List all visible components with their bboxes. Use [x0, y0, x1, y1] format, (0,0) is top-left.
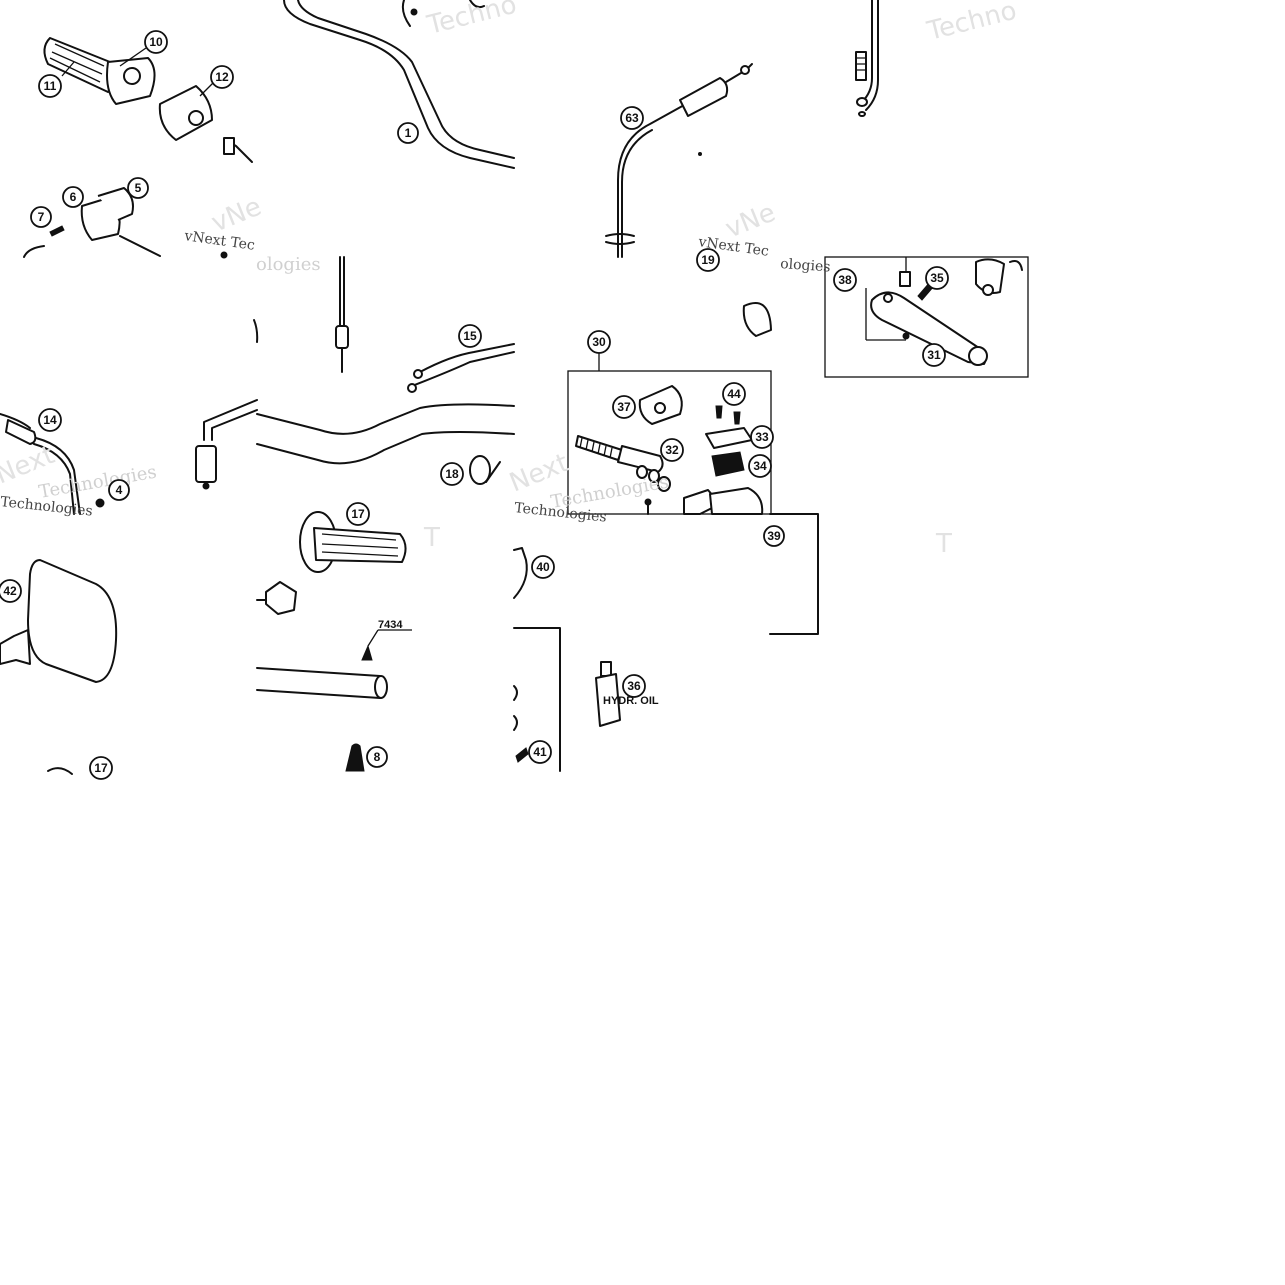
callout-15: 15 — [458, 324, 482, 348]
svg-text:40: 40 — [536, 560, 550, 574]
callout-8: 8 — [366, 746, 388, 768]
callout-17a: 17 — [346, 502, 370, 526]
svg-text:37: 37 — [617, 400, 631, 414]
clutch-cable-part — [617, 103, 687, 258]
throttle-grip-group — [23, 37, 253, 259]
svg-text:7: 7 — [38, 210, 45, 224]
handlebar-part — [283, 0, 515, 169]
svg-text:5: 5 — [135, 181, 142, 195]
callout-39: 39 — [763, 525, 785, 547]
callout-10: 10 — [144, 30, 168, 54]
svg-text:15: 15 — [463, 329, 477, 343]
svg-text:36: 36 — [627, 679, 641, 693]
bottle-label: HYDR. OIL — [603, 695, 659, 707]
watermark-t-2: T — [935, 529, 952, 559]
callout-35: 35 — [925, 266, 949, 290]
callout-38: 38 — [833, 268, 857, 292]
svg-text:63: 63 — [625, 111, 639, 125]
brake-lever-group — [824, 256, 1029, 378]
svg-text:4: 4 — [116, 483, 123, 497]
cable-63-group — [605, 63, 753, 258]
callout-33: 33 — [750, 425, 774, 449]
callout-17b: 17 — [89, 756, 113, 780]
svg-text:42: 42 — [3, 584, 17, 598]
callout-12: 12 — [210, 65, 234, 89]
watermark-vne-1: vNe — [207, 192, 265, 239]
callout-19: 19 — [696, 248, 720, 272]
watermark-techno-1: Techno — [423, 0, 519, 41]
callout-7: 7 — [30, 206, 52, 228]
hand-guard-part — [27, 559, 118, 683]
left-grip-group — [256, 511, 412, 772]
cover-33-part — [705, 427, 753, 449]
handlebar-top-group — [283, 0, 515, 169]
brake-hose-part — [865, 0, 879, 111]
kill-switch-cable-part — [419, 343, 515, 373]
svg-text:38: 38 — [838, 273, 852, 287]
svg-text:32: 32 — [665, 443, 679, 457]
watermark-ologies-1: ologies — [256, 254, 321, 275]
svg-text:8: 8 — [374, 750, 381, 764]
hot-start-cable-part — [35, 437, 81, 515]
svg-text:35: 35 — [930, 271, 944, 285]
callouts: 1 4 5 6 7 8 10 11 12 14 15 17 17 18 19 3… — [0, 30, 949, 780]
left-grip-part — [313, 527, 407, 563]
callout-41: 41 — [528, 740, 552, 764]
svg-text:41: 41 — [533, 745, 547, 759]
master-cylinder-group — [567, 302, 772, 515]
handlebar-end-part — [256, 667, 386, 699]
watermark-ologies-2: ologies — [780, 256, 831, 275]
hydraulic-oil-bottle-part — [595, 673, 621, 727]
handlebar-lower-part — [256, 403, 515, 435]
cable-14-group — [0, 319, 259, 515]
callout-18: 18 — [440, 462, 464, 486]
svg-text:44: 44 — [727, 387, 741, 401]
svg-text:11: 11 — [44, 79, 57, 93]
callout-34: 34 — [748, 454, 772, 478]
svg-text:30: 30 — [592, 335, 606, 349]
callout-14: 14 — [38, 408, 62, 432]
callout-31: 31 — [922, 343, 946, 367]
part-number-7434: 7434 — [378, 619, 403, 631]
callout-5: 5 — [127, 177, 149, 199]
svg-text:34: 34 — [753, 459, 767, 473]
svg-text:14: 14 — [43, 413, 57, 427]
svg-text:19: 19 — [701, 253, 715, 267]
watermark-vne-2: vNe — [721, 198, 779, 245]
reservoir-group: HYDR. OIL — [513, 513, 819, 772]
hand-guard-group — [0, 559, 118, 775]
callout-1: 1 — [397, 122, 419, 144]
callout-6: 6 — [62, 186, 84, 208]
callout-63: 63 — [620, 106, 644, 130]
callout-30: 30 — [587, 330, 611, 354]
callout-4: 4 — [108, 479, 130, 501]
svg-text:12: 12 — [215, 70, 229, 84]
svg-text:10: 10 — [149, 35, 163, 49]
callout-44: 44 — [722, 382, 746, 406]
watermark-techno-2: Techno — [923, 0, 1019, 47]
bar-end-plug-part — [345, 743, 365, 772]
callout-37: 37 — [612, 395, 636, 419]
svg-text:17: 17 — [94, 761, 108, 775]
svg-text:39: 39 — [767, 529, 781, 543]
svg-text:6: 6 — [70, 190, 77, 204]
callout-42: 42 — [0, 579, 22, 603]
watermark-t-1: T — [423, 523, 440, 553]
svg-text:33: 33 — [755, 430, 769, 444]
callout-40: 40 — [531, 555, 555, 579]
throttle-cover-part — [158, 85, 213, 141]
svg-text:31: 31 — [927, 348, 941, 362]
handlebar-middle-group — [256, 256, 515, 485]
callout-36: 36 — [622, 674, 646, 698]
callout-32: 32 — [660, 438, 684, 462]
svg-text:1: 1 — [405, 126, 412, 140]
svg-text:18: 18 — [445, 467, 459, 481]
brake-line-group — [855, 0, 879, 117]
svg-text:17: 17 — [351, 507, 365, 521]
callout-11: 11 — [38, 74, 62, 98]
